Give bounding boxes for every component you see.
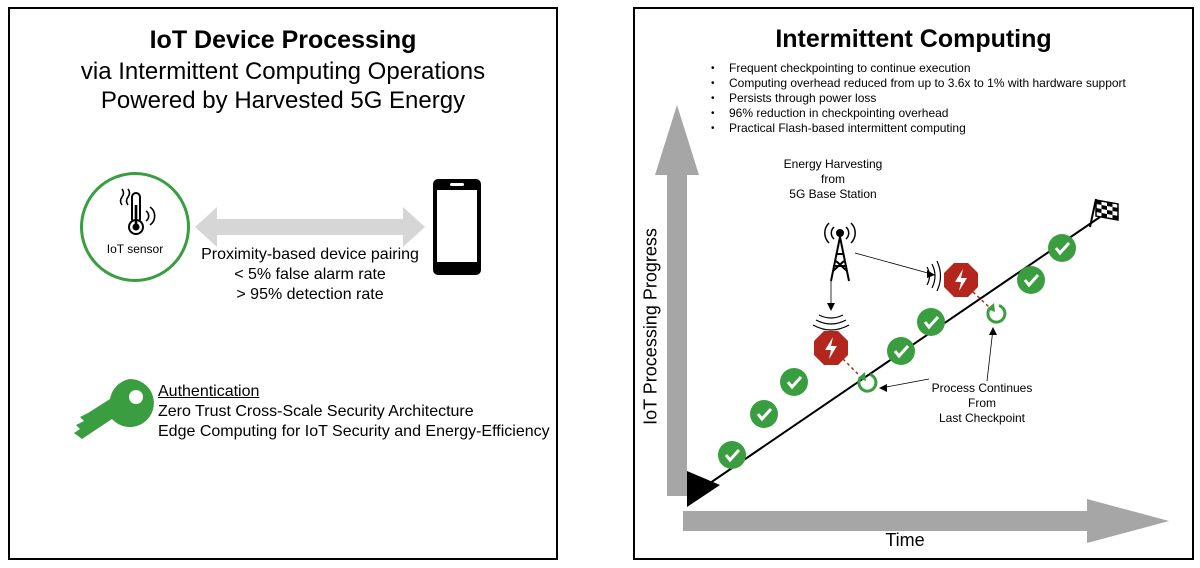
iot-sensor-label: IoT sensor (106, 242, 164, 256)
authentication-line-1: Zero Trust Cross-Scale Security Architec… (158, 403, 474, 420)
progress-diagram (635, 9, 1192, 558)
right-panel-title: Intermittent Computing (775, 25, 1052, 53)
feature-bullet: 96% reduction in checkpointing overhead (709, 106, 1126, 121)
pairing-text-line-1: Proximity-based device pairing (201, 246, 419, 263)
process-continues-label-line-1: Process Continues (931, 381, 1033, 395)
iot-sensor-circle (80, 172, 190, 282)
feature-bullet: Practical Flash-based intermittent compu… (709, 121, 1126, 136)
feature-bullet: Computing overhead reduced from up to 3.… (709, 76, 1126, 91)
cell-tower-icon (824, 222, 856, 282)
intermittent-computing-panel: Intermittent Computing Frequent checkpoi… (633, 7, 1194, 560)
authentication-line-2: Edge Computing for IoT Security and Ener… (158, 423, 550, 440)
resume-icon (986, 303, 1007, 324)
feature-bullet: Persists through power loss (709, 91, 1126, 106)
y-axis-arrow (655, 105, 699, 496)
pairing-double-arrow (195, 205, 425, 249)
key-icon (70, 377, 156, 441)
checkpoint-icon (887, 337, 915, 365)
left-panel-title: IoT Device Processing (149, 26, 417, 54)
resume-icon (857, 372, 878, 393)
checkpoint-icon (1017, 266, 1045, 294)
checkpoint-icon (750, 400, 778, 428)
checkpoint-icon (780, 368, 808, 396)
start-triangle-icon (687, 471, 720, 507)
left-panel-subtitle-line-2: Powered by Harvested 5G Energy (100, 87, 466, 114)
energy-harvesting-label-line-3: 5G Base Station (789, 187, 877, 201)
x-axis-arrow (683, 499, 1169, 543)
iot-device-processing-panel: IoT Device Processing via Intermittent C… (8, 7, 558, 560)
checkpoint-icon (1048, 234, 1076, 262)
pairing-text-line-3: > 95% detection rate (236, 286, 384, 303)
feature-bullet: Frequent checkpointing to continue execu… (709, 61, 1126, 76)
checkpoint-icon (917, 308, 945, 336)
left-panel-subtitle-line-1: via Intermittent Computing Operations (80, 58, 486, 85)
smartphone-icon (432, 178, 482, 276)
pairing-text-line-2: < 5% false alarm rate (234, 266, 386, 283)
authentication-heading: Authentication (158, 383, 260, 400)
energy-harvesting-label-line-2: from (821, 172, 845, 186)
process-continues-label-line-2: From (968, 396, 996, 410)
finish-flag-icon (1089, 198, 1119, 228)
power-loss-icon (944, 263, 978, 297)
power-loss-icon (814, 331, 848, 365)
process-continues-label-line-3: Last Checkpoint (938, 411, 1026, 425)
y-axis-label: IoT Processing Progress (640, 228, 661, 425)
feature-bullet-list: Frequent checkpointing to continue execu… (709, 61, 1126, 136)
thermometer-icon (106, 185, 166, 241)
energy-harvesting-label-line-1: Energy Harvesting (783, 157, 883, 171)
x-axis-label: Time (885, 530, 925, 550)
checkpoint-icon (718, 441, 746, 469)
